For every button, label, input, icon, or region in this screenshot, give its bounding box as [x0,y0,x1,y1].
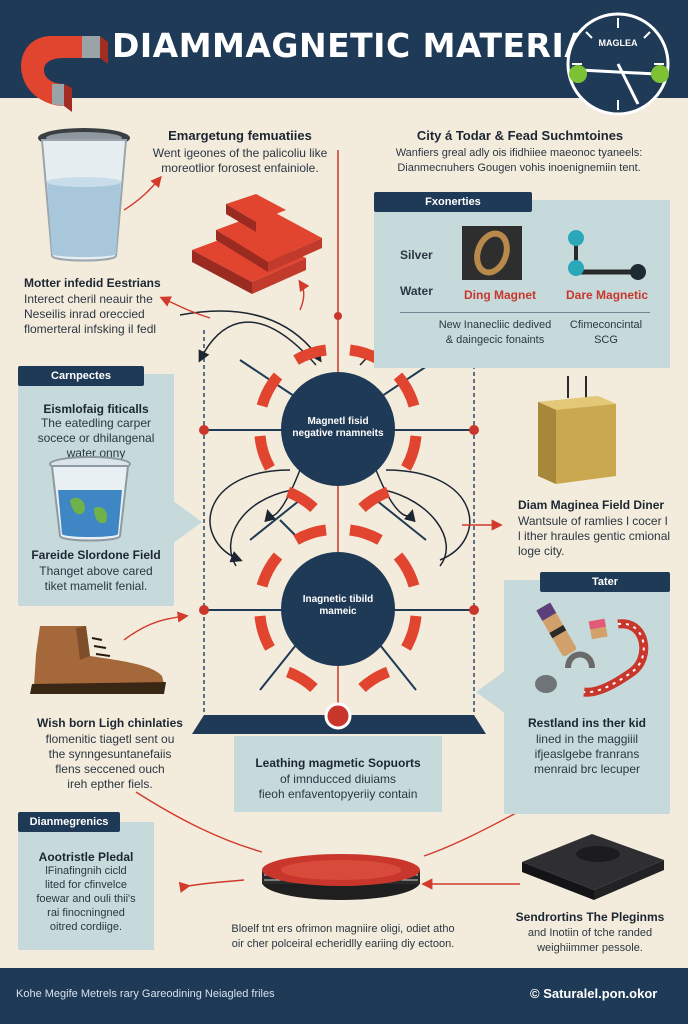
footer-bar [0,968,688,1024]
properties-row-water: Water [400,284,433,298]
right-panel-body: lined in the maggiiil ifjeaslgebe franra… [533,732,641,776]
magnet-bits-icon [535,602,649,697]
left-mid-heading: Motter infedid Eestrians [24,276,161,290]
right-panel-tab[interactable]: Tater [540,572,670,592]
bottom-right-body: and Inotiin of tche randed weighiimmer p… [527,927,653,954]
right-mid-heading: Diam Maginea Field Diner [518,498,665,512]
magnetic-field-circle-top [281,372,395,486]
footer-right-text[interactable]: © Saturalel.pon.okor [530,986,658,1001]
top-left-body: Went igeones of the palicoliu like moreo… [152,146,328,175]
gauge-label: MAGLEA [599,38,638,48]
left-panel-pointer [172,500,202,544]
center-box-heading: Leathing magmetic Sopuorts [255,756,421,770]
horseshoe-magnet-icon [21,36,108,112]
top-right-heading: City á Todar & Fead Suchmtoines [416,128,624,143]
circle-bottom-label: Inagnetic tibild mameic [302,594,374,617]
right-panel [504,580,670,814]
item-dare-magnetic: Dare Magnetic [566,288,649,302]
bottom-left-panel [18,822,154,950]
item-ding-magnet: Ding Magnet [464,288,536,302]
properties-row-silver: Silver [400,248,433,262]
magnetic-field-circle-bottom [281,552,395,666]
top-left-heading: Emargetung femuatiies [168,128,312,143]
footer-left-text: Kohe Megife Metrels rary Gareodining Nei… [16,988,275,1000]
left-panel-body-2: Thanget above cared tiket mamelit fenial… [39,564,153,593]
red-disc-icon [262,854,420,900]
boot-icon [30,626,166,694]
bottom-left-tab[interactable]: Dianmegrenics [18,812,120,832]
properties-note-right: Cfimeconcintal SCG [569,319,643,346]
right-panel-heading: Restland ins ther kid [527,716,647,730]
gauge-icon: MAGLEA [566,12,670,116]
left-mid-body: Interect cheril neauir the Neseilis inra… [24,292,157,336]
left-panel-heading: Eismlofaig fiticalls [43,402,149,416]
center-box-body: of imnducced diuiams fieoh enfaventopyer… [258,772,418,801]
left-panel-body: The eatedling carper socece or dhilangen… [37,416,155,460]
right-mid-body: Wantsule of ramlies l cocer l l ither hr… [518,514,671,558]
bottom-right-heading: Sendrortins The Pleginms [515,910,665,924]
red-blocks-icon [192,194,322,294]
bottom-center-body: Bloelf tnt ers ofrimon magniire oligi, o… [231,923,455,950]
bottom-left-heading: Aootristle Pledal [38,850,134,864]
right-panel-pointer [476,670,506,714]
left-panel-tab[interactable]: Carnpectes [18,366,144,386]
top-right-body: Wanfiers greal adly ois ifidhiiee maeono… [395,147,643,174]
properties-tab[interactable]: Fxonerties [374,192,532,212]
bottom-left-body: lFinafingnih cicld lited for cfinvelce f… [36,865,136,933]
left-panel-heading-2: Fareide Slordone Field [31,548,161,562]
properties-divider [400,312,650,313]
black-block-icon [522,834,664,900]
field-ring-bottom [254,524,422,693]
globe-beaker-icon [49,456,131,542]
left-lower-heading: Wish born Ligh chinlaties [37,716,183,730]
capacitor-icon [538,376,616,484]
beaker-icon [38,128,130,262]
properties-panel [374,200,670,368]
properties-note-left: New Inanecliic dedived & daingecic fonai… [438,319,552,346]
circle-top-label: Magnetl fisid negative rnamneits [292,416,384,439]
dumbbell-magnet-icon [568,230,646,280]
left-lower-body: flomenitic tiagetl sent ou the synngesun… [45,732,175,791]
ring-magnet-icon [462,226,522,280]
page-title: DIAMMAGNETIC MATERIALS [112,26,637,65]
center-box [234,736,442,812]
